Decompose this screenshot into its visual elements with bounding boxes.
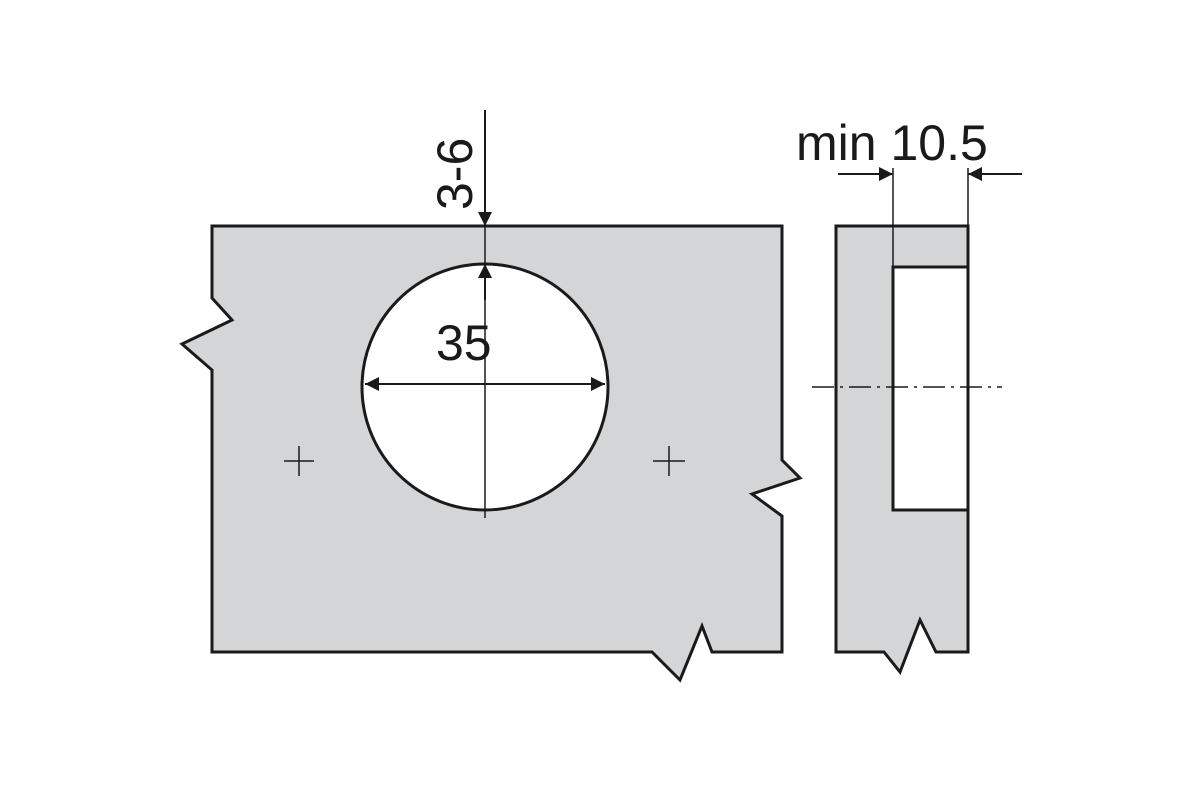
front-view: 3-6 35: [179, 110, 803, 683]
bore-depth-cutout: [891, 265, 970, 512]
screw-hole-left-marker: [284, 446, 314, 476]
edge-distance-label: 3-6: [427, 138, 483, 210]
min-depth-label: min 10.5: [796, 115, 988, 171]
bore-diameter-label: 35: [436, 315, 492, 371]
side-view: min 10.5: [796, 115, 1022, 675]
screw-hole-right-marker: [653, 446, 685, 476]
